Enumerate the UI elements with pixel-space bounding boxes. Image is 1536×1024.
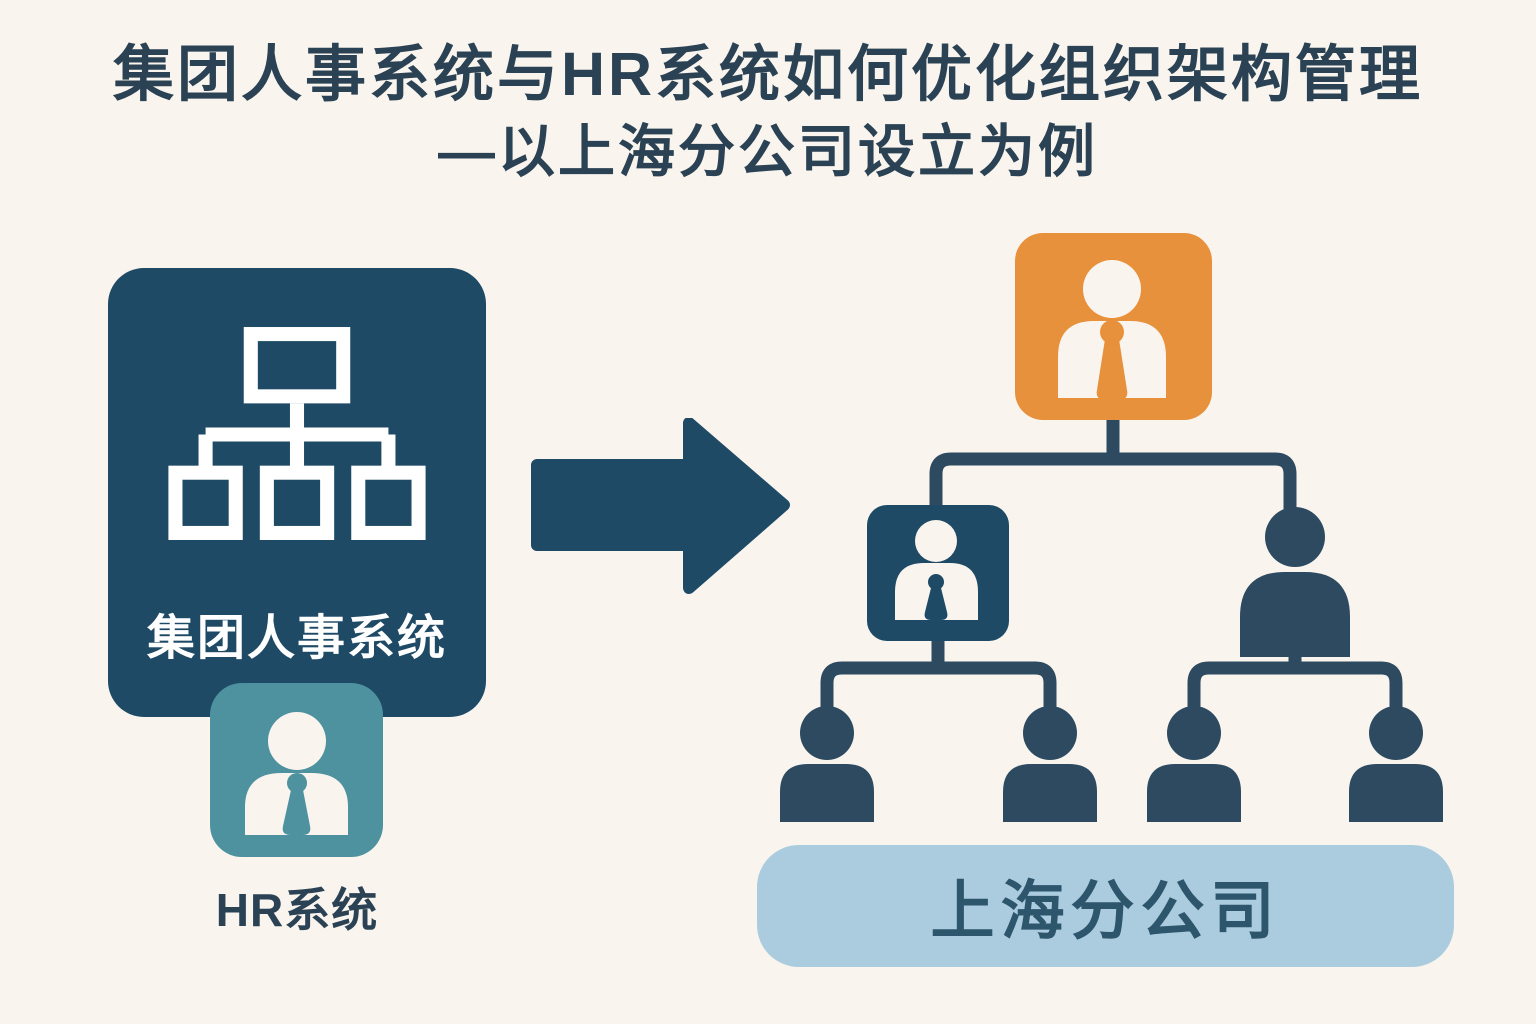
- person-icon: [1240, 507, 1350, 657]
- title-line-1: 集团人事系统与HR系统如何优化组织架构管理: [112, 40, 1424, 108]
- sub-manager-card-node: [867, 505, 1009, 641]
- title-line-2: —以上海分公司设立为例: [438, 120, 1098, 184]
- employee-icon: [1003, 706, 1097, 822]
- org-tree: [780, 233, 1443, 822]
- group-system-label: 集团人事系统: [146, 612, 447, 665]
- group-system-card: 集团人事系统: [108, 268, 486, 717]
- org-chart-icon: [168, 327, 426, 540]
- connector-level1-bar: [929, 452, 1297, 521]
- employee-icon: [1349, 706, 1443, 822]
- branch-pill: 上海分公司: [757, 845, 1454, 967]
- tree-connectors: [820, 409, 1403, 717]
- top-manager-node: [1015, 233, 1212, 420]
- hr-system-label: HR系统: [215, 884, 379, 936]
- employee-node-4: [1349, 706, 1443, 822]
- person-icon: [1058, 260, 1166, 400]
- employee-node-3: [1147, 706, 1241, 822]
- connector-right-bar: [1187, 661, 1403, 717]
- branch-label: 上海分公司: [930, 875, 1281, 947]
- employee-node-1: [780, 706, 874, 822]
- person-icon: [245, 712, 348, 835]
- arrow-right-icon: [531, 418, 790, 594]
- page-title: 集团人事系统与HR系统如何优化组织架构管理 —以上海分公司设立为例: [0, 34, 1536, 190]
- person-icon: [895, 520, 978, 620]
- connector-left-bar: [820, 661, 1057, 717]
- sub-manager-person-node: [1240, 507, 1350, 657]
- employee-node-2: [1003, 706, 1097, 822]
- hr-system-card: [210, 683, 383, 857]
- employee-icon: [1147, 706, 1241, 822]
- employee-icon: [780, 706, 874, 822]
